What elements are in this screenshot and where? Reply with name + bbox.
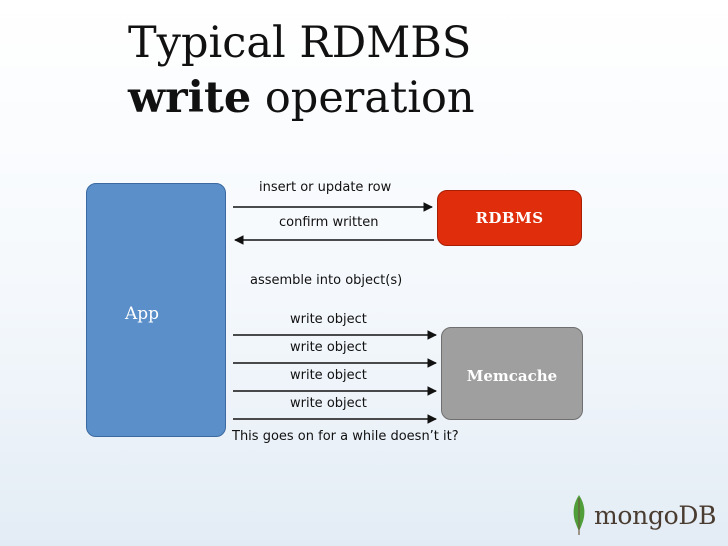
app-box: App [86, 183, 226, 437]
label-insert: insert or update row [259, 180, 392, 195]
title-line-1: Typical RDMBS [128, 18, 472, 68]
title-line-2-rest: operation [251, 73, 475, 123]
memcache-box: Memcache [441, 327, 583, 420]
label-footer: This goes on for a while doesn’t it? [232, 429, 459, 444]
mongodb-logo: mongoDB [570, 494, 717, 536]
label-write-1: write object [290, 312, 367, 327]
label-write-4: write object [290, 396, 367, 411]
label-assemble: assemble into object(s) [250, 273, 403, 288]
rdbms-box: RDBMS [437, 190, 582, 246]
label-write-2: write object [290, 340, 367, 355]
rdbms-label: RDBMS [475, 209, 544, 227]
label-write-3: write object [290, 368, 367, 383]
title-bold-word: write [128, 73, 252, 123]
app-label: App [125, 304, 160, 324]
leaf-icon [573, 495, 585, 535]
slide-title: Typical RDMBS write operation [128, 16, 475, 126]
label-confirm: confirm written [279, 215, 379, 230]
logo-text: mongoDB [594, 500, 717, 530]
memcache-label: Memcache [466, 366, 558, 385]
